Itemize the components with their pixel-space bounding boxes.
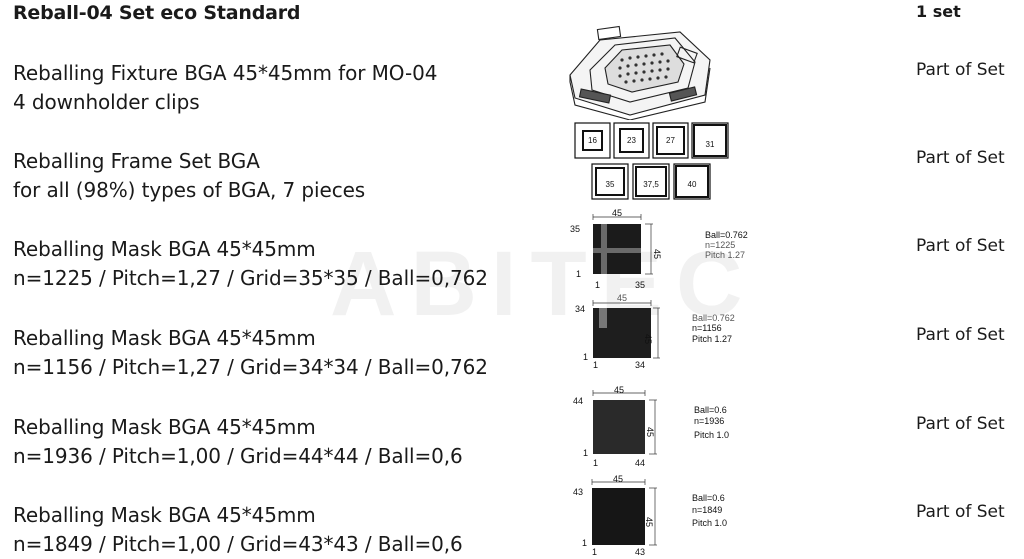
- grid-start-label: 1: [582, 538, 587, 548]
- item-qty: Part of Set: [916, 148, 1005, 168]
- item-mask-1225: Reballing Mask BGA 45*45mm n=1225 / Pitc…: [13, 235, 488, 293]
- frame-size-label: 16: [588, 136, 597, 145]
- item-qty: Part of Set: [916, 414, 1005, 434]
- grid-col-label: 35: [635, 280, 645, 290]
- item-desc: for all (98%) types of BGA, 7 pieces: [13, 178, 366, 202]
- item-qty: Part of Set: [916, 325, 1005, 345]
- item-name: Reballing Mask BGA 45*45mm: [13, 326, 316, 350]
- pitch-label: Pitch 1.0: [694, 430, 729, 440]
- item-name: Reballing Frame Set BGA: [13, 149, 260, 173]
- mask-height-label: 45: [644, 517, 654, 527]
- grid-row-label: 35: [570, 224, 580, 234]
- quantity-header: 1 set: [916, 2, 961, 21]
- item-mask-1936: Reballing Mask BGA 45*45mm n=1936 / Pitc…: [13, 413, 463, 471]
- count-label: n=1849: [692, 505, 722, 515]
- item-name: Reballing Mask BGA 45*45mm: [13, 237, 316, 261]
- ball-label: Ball=0.6: [692, 493, 725, 503]
- mask-width-label: 45: [612, 208, 622, 218]
- frame-size-label: 23: [627, 136, 636, 145]
- mask-width-label: 45: [613, 474, 623, 484]
- item-name: Reballing Mask BGA 45*45mm: [13, 415, 316, 439]
- grid-start-label: 1: [593, 458, 598, 468]
- grid-col-label: 44: [635, 458, 645, 468]
- mask-height-label: 45: [652, 249, 662, 259]
- item-desc: 4 downholder clips: [13, 90, 200, 114]
- frame-size-label: 37,5: [643, 180, 659, 189]
- mask-drawing-1225: 45 45 35 1 1 35 Ball=0.762 n=1225 Pitch …: [570, 208, 748, 290]
- frame-size-label: 27: [666, 136, 675, 145]
- item-frame-set: Reballing Frame Set BGA for all (98%) ty…: [13, 147, 365, 205]
- grid-col-label: 34: [635, 360, 645, 370]
- fixture-drawing: [569, 25, 711, 120]
- watermark: ABITEC: [330, 233, 757, 335]
- mask-drawing-1156: 45 45 34 1 1 34 Ball=0.762 n=1156 Pitch …: [575, 293, 735, 370]
- item-desc: n=1225 / Pitch=1,27 / Grid=35*35 / Ball=…: [13, 266, 488, 290]
- item-name: Reballing Mask BGA 45*45mm: [13, 503, 316, 527]
- ball-label: Ball=0.6: [694, 405, 727, 415]
- mask-drawing-1849: 45 45 43 1 1 43 Ball=0.6 n=1849 Pitch 1.…: [573, 474, 727, 557]
- item-qty: Part of Set: [916, 236, 1005, 256]
- pitch-label: Pitch 1.27: [705, 250, 745, 260]
- item-name: Reballing Fixture BGA 45*45mm for MO-04: [13, 61, 438, 85]
- item-mask-1849: Reballing Mask BGA 45*45mm n=1849 / Pitc…: [13, 501, 463, 559]
- grid-col-label: 43: [635, 547, 645, 557]
- count-label: n=1225: [705, 240, 735, 250]
- mask-height-label: 45: [643, 334, 653, 344]
- grid-start-label: 1: [592, 547, 597, 557]
- grid-start-label: 1: [583, 448, 588, 458]
- pitch-label: Pitch 1.0: [692, 518, 727, 528]
- grid-row-label: 43: [573, 487, 583, 497]
- grid-start-label: 1: [595, 280, 600, 290]
- grid-row-label: 34: [575, 304, 585, 314]
- pitch-label: Pitch 1.27: [692, 334, 732, 344]
- item-mask-1156: Reballing Mask BGA 45*45mm n=1156 / Pitc…: [13, 324, 488, 382]
- mask-drawing-1936: 45 45 44 1 1 44 Ball=0.6 n=1936 Pitch 1.…: [573, 385, 729, 468]
- item-desc: n=1156 / Pitch=1,27 / Grid=34*34 / Ball=…: [13, 355, 488, 379]
- grid-start-label: 1: [583, 352, 588, 362]
- frame-size-label: 40: [688, 180, 697, 189]
- grid-start-label: 1: [593, 360, 598, 370]
- item-qty: Part of Set: [916, 502, 1005, 522]
- grid-start-label: 1: [576, 269, 581, 279]
- count-label: n=1156: [692, 323, 722, 333]
- item-desc: n=1936 / Pitch=1,00 / Grid=44*44 / Ball=…: [13, 444, 463, 468]
- mask-width-label: 45: [617, 293, 627, 303]
- frame-size-label: 35: [606, 180, 615, 189]
- grid-row-label: 44: [573, 396, 583, 406]
- count-label: n=1936: [694, 416, 724, 426]
- frame-set-drawing: 16 23 27 31 35 37,5 40: [574, 122, 729, 200]
- ball-label: Ball=0.762: [692, 313, 735, 323]
- mask-height-label: 45: [645, 427, 655, 437]
- item-desc: n=1849 / Pitch=1,00 / Grid=43*43 / Ball=…: [13, 532, 463, 556]
- ball-label: Ball=0.762: [705, 230, 748, 240]
- mask-width-label: 45: [614, 385, 624, 395]
- item-qty: Part of Set: [916, 60, 1005, 80]
- frame-size-label: 31: [706, 140, 715, 149]
- item-fixture: Reballing Fixture BGA 45*45mm for MO-04 …: [13, 59, 437, 117]
- document-title: Reball-04 Set eco Standard: [13, 2, 301, 24]
